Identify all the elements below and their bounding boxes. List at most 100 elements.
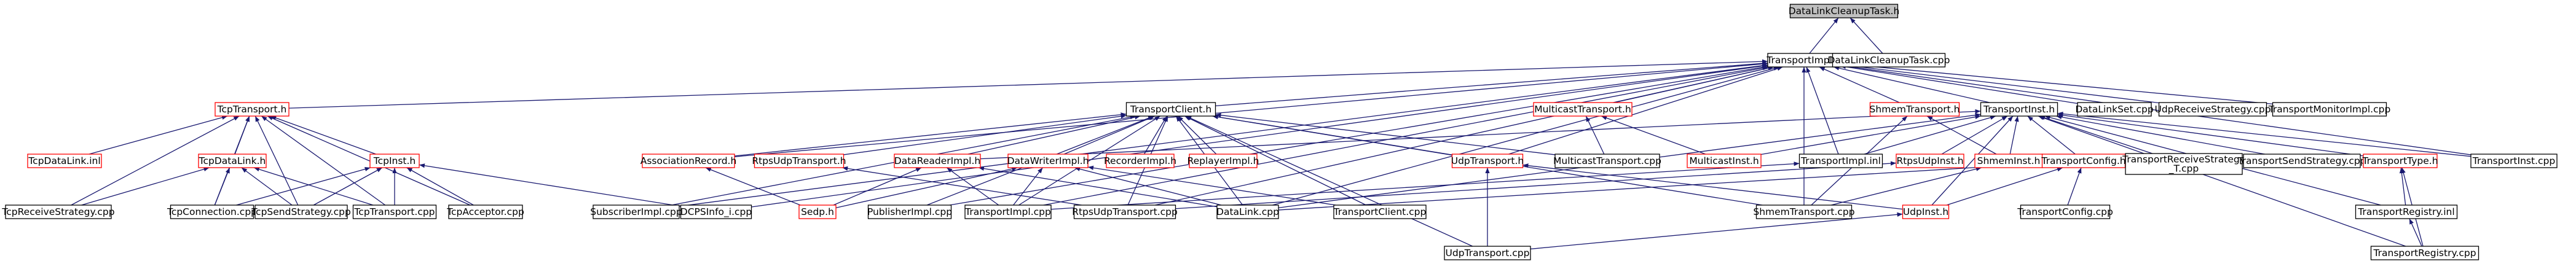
node-box xyxy=(1687,154,1762,168)
edge-n1-n23 xyxy=(1806,66,1839,155)
node-tcptransport-cpp[interactable]: TcpTransport.cpp xyxy=(352,205,437,219)
node-transportmonitorimpl-cpp[interactable]: TransportMonitorImpl.cpp xyxy=(2268,102,2391,117)
edge-n1-n39 xyxy=(949,64,1768,206)
node-box xyxy=(1333,205,1427,219)
node-tcpdatalink-h[interactable]: TcpDataLink.h xyxy=(198,154,267,168)
node-box xyxy=(1755,205,1853,219)
node-transportconfig-cpp[interactable]: TransportConfig.cpp xyxy=(2017,205,2113,219)
node-label: ShmemTransport.cpp xyxy=(1753,206,1854,217)
node-box xyxy=(867,205,952,219)
node-transportconfig-h[interactable]: TransportConfig.h xyxy=(2041,154,2126,168)
edge-n0-n2 xyxy=(1849,17,1883,54)
node-datalink-cpp[interactable]: DataLink.cpp xyxy=(1216,205,1279,219)
node-tcpreceivestrategy-cpp[interactable]: TcpReceiveStrategy.cpp xyxy=(1,205,115,219)
node-label: TransportMonitorImpl.cpp xyxy=(2268,104,2391,115)
node-transportclient-cpp[interactable]: TransportClient.cpp xyxy=(1333,205,1427,219)
edge-n1-n8 xyxy=(1840,64,2078,104)
node-transportreceivestrategy-t-cpp[interactable]: TransportReceiveStrategy_T.cpp xyxy=(2122,153,2245,175)
node-publisherimpl-cpp[interactable]: PublisherImpl.cpp xyxy=(867,205,952,219)
node-tcpacceptor-cpp[interactable]: TcpAcceptor.cpp xyxy=(446,205,524,219)
node-label: UdpTransport.cpp xyxy=(1446,247,1530,259)
node-shmemtransport-cpp[interactable]: ShmemTransport.cpp xyxy=(1753,205,1855,219)
node-datareaderimpl-h[interactable]: DataReaderImpl.h xyxy=(894,154,981,168)
edge-n29-n47 xyxy=(2399,167,2406,206)
node-transportimpl-inl[interactable]: TransportImpl.inl xyxy=(1798,154,1883,168)
node-box xyxy=(2272,102,2387,117)
node-datawriterimpl-h[interactable]: DataWriterImpl.h xyxy=(1007,154,1089,168)
node-udptransport-cpp[interactable]: UdpTransport.cpp xyxy=(1444,246,1531,260)
edge-n20-n45 xyxy=(1522,163,1903,210)
node-label: MulticastTransport.cpp xyxy=(1553,155,1661,166)
edge-n1-n6 xyxy=(1819,66,1900,103)
edge-n12-n31 xyxy=(81,167,210,206)
node-multicasttransport-h[interactable]: MulticastTransport.h xyxy=(1533,102,1633,117)
node-transportregistry-inl[interactable]: TransportRegistry.inl xyxy=(2355,205,2458,219)
node-transporttype-h[interactable]: TransportType.h xyxy=(2361,154,2438,168)
node-shmeminst-h[interactable]: ShmemInst.h xyxy=(1974,154,2043,168)
node-associationrecord-h[interactable]: AssociationRecord.h xyxy=(640,154,737,168)
node-multicastinst-h[interactable]: MulticastInst.h xyxy=(1687,154,1762,168)
node-box xyxy=(215,102,290,117)
node-box xyxy=(1798,154,1883,168)
node-box xyxy=(1125,102,1216,117)
node-rtpsudptransport-cpp[interactable]: RtpsUdpTransport.cpp xyxy=(1072,205,1178,219)
node-transportregistry-cpp[interactable]: TransportRegistry.cpp xyxy=(2370,246,2479,260)
node-multicasttransport-cpp[interactable]: MulticastTransport.cpp xyxy=(1553,154,1661,168)
edge-n1-n4 xyxy=(1215,61,1768,107)
node-datalinkcleanuptask-cpp[interactable]: DataLinkCleanupTask.cpp xyxy=(1828,53,1950,68)
node-transportinst-h[interactable]: TransportInst.h xyxy=(1980,102,2058,117)
node-udpinst-h[interactable]: UdpInst.h xyxy=(1902,205,1950,219)
node-box xyxy=(2363,154,2438,168)
node-dcpsinfo-i-cpp[interactable]: DCPSInfo_i.cpp xyxy=(680,205,752,219)
edge-n17-n42 xyxy=(1074,166,1222,206)
node-label: AssociationRecord.h xyxy=(640,155,737,166)
edge-n4-n18 xyxy=(1143,115,1168,155)
node-transportinst-cpp[interactable]: TransportInst.cpp xyxy=(2470,154,2558,168)
node-subscriberimpl-cpp[interactable]: SubscriberImpl.cpp xyxy=(590,205,682,219)
node-replayerimpl-h[interactable]: ReplayerImpl.h xyxy=(1188,154,1259,168)
node-box xyxy=(1106,154,1175,168)
edge-n1-n9 xyxy=(1840,63,2159,104)
node-label: TransportRegistry.cpp xyxy=(2373,247,2476,259)
node-tcpconnection-cpp[interactable]: TcpConnection.cpp xyxy=(167,205,257,219)
node-tcptransport-h[interactable]: TcpTransport.h xyxy=(215,102,290,117)
node-label: DataLinkSet.cpp xyxy=(2075,104,2153,115)
node-transportclient-h[interactable]: TransportClient.h xyxy=(1125,102,1216,117)
edge-n4-n15 xyxy=(843,114,1127,155)
node-box xyxy=(964,205,1052,219)
node-tcpinst-h[interactable]: TcpInst.h xyxy=(369,154,420,168)
nodes-layer: DataLinkCleanupTask.hTransportImpl.hData… xyxy=(1,4,2558,260)
edge-n4-n21 xyxy=(1215,113,1556,155)
node-recorderimpl-h[interactable]: RecorderImpl.h xyxy=(1104,154,1176,168)
node-label: SubscriberImpl.cpp xyxy=(590,206,682,217)
node-shmemtransport-h[interactable]: ShmemTransport.h xyxy=(1870,102,1960,117)
node-udpreceivestrategy-cpp[interactable]: UdpReceiveStrategy.cpp xyxy=(2154,102,2271,117)
edge-n7-n16 xyxy=(980,109,1981,160)
edge-n7-n29 xyxy=(2057,113,2364,157)
edge-n7-n49 xyxy=(2038,115,2406,247)
node-box xyxy=(1554,154,1660,168)
node-transportsendstrategy-cpp[interactable]: TransportSendStrategy.cpp xyxy=(2237,154,2366,168)
node-rtpsudptransport-h[interactable]: RtpsUdpTransport.h xyxy=(752,154,846,168)
edge-n1-n36 xyxy=(679,63,1768,207)
edge-n3-n13 xyxy=(270,115,376,155)
node-rtpsudpinst-h[interactable]: RtpsUdpInst.h xyxy=(1896,154,1964,168)
node-datalinkcleanuptask-h[interactable]: DataLinkCleanupTask.h xyxy=(1789,4,1900,18)
node-sedp-h[interactable]: Sedp.h xyxy=(798,205,837,219)
node-tcpsendstrategy-cpp[interactable]: TcpSendStrategy.cpp xyxy=(251,205,351,219)
edge-n0-n1 xyxy=(1809,17,1839,54)
node-udptransport-h[interactable]: UdpTransport.h xyxy=(1451,154,1524,168)
node-label: RecorderImpl.h xyxy=(1104,155,1176,166)
edge-n26-n45 xyxy=(1946,167,2063,206)
node-transportimpl-cpp[interactable]: TransportImpl.cpp xyxy=(964,205,1052,219)
node-box xyxy=(2125,153,2243,175)
edge-n1-n14 xyxy=(734,61,1768,157)
node-box xyxy=(1533,102,1633,117)
edge-n6-n25 xyxy=(1926,115,1997,155)
node-tcpdatalink-inl[interactable]: TcpDataLink.inl xyxy=(27,154,102,168)
edge-n1-n10 xyxy=(1840,61,2273,104)
node-datalinkset-cpp[interactable]: DataLinkSet.cpp xyxy=(2075,102,2154,117)
node-box xyxy=(448,205,523,219)
edge-n4-n43 xyxy=(1184,115,1366,206)
edge-n5-n21 xyxy=(1585,115,1605,155)
